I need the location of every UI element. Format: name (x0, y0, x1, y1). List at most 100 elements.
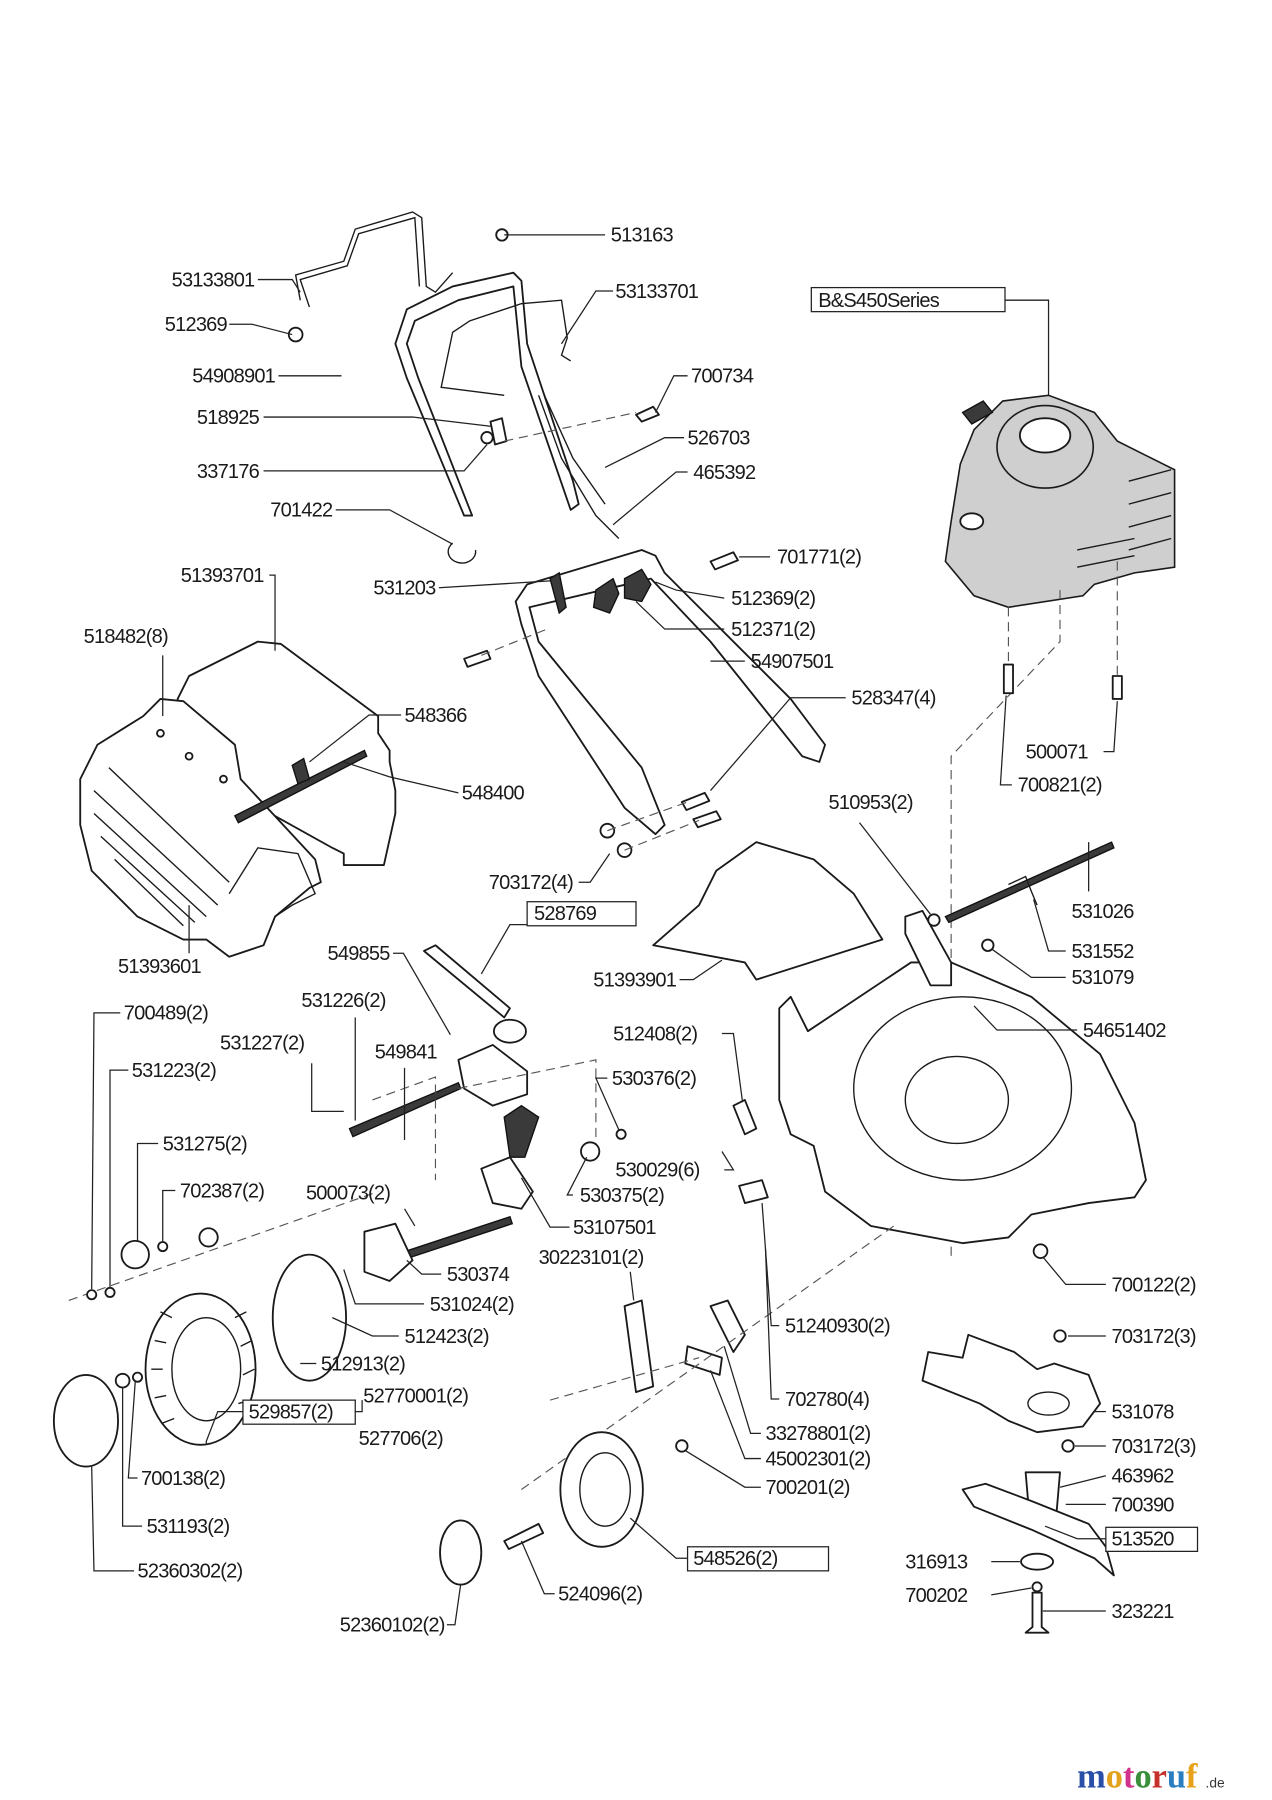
part-label: 531223(2) (132, 1060, 216, 1082)
washer-700138 (132, 1371, 144, 1383)
leader-line (973, 1005, 1078, 1031)
part-label: 702387(2) (180, 1180, 264, 1202)
leader-line (438, 580, 551, 589)
part-label: 531079 (1071, 967, 1134, 989)
leader-line (343, 1269, 424, 1305)
screw-518482 (156, 728, 165, 738)
part-label: 700201(2) (765, 1477, 849, 1499)
label-box (686, 1546, 830, 1572)
hubcap-52360302 (52, 1374, 119, 1468)
part-label: 30223101(2) (539, 1247, 644, 1269)
washer-337176 (480, 431, 494, 445)
leader-line (710, 697, 846, 791)
washer-530376 (615, 1128, 627, 1140)
washer-316913 (1020, 1552, 1055, 1571)
bag-mesh (93, 767, 230, 927)
engine (944, 394, 1176, 1261)
pulley (492, 1018, 527, 1044)
leader-line (309, 714, 402, 763)
part-label: 51393701 (181, 565, 264, 587)
part-label: 530029(6) (615, 1160, 699, 1182)
gearbox-549841 (457, 1044, 529, 1107)
part-label: 54651402 (1083, 1020, 1166, 1042)
label-box (810, 286, 1006, 313)
deck-opening (904, 1055, 1010, 1145)
part-label: 548366 (405, 705, 468, 727)
leader-line (761, 1203, 780, 1327)
part-label: 512371(2) (731, 619, 815, 641)
logo-letter: o (1134, 1757, 1151, 1795)
label-box (526, 901, 637, 927)
nut-700122 (1032, 1243, 1049, 1259)
logo-letter: r (1152, 1757, 1167, 1795)
leader-line (91, 1466, 135, 1572)
lower-handle (514, 549, 826, 836)
part-label: 531552 (1071, 941, 1134, 963)
part-label: 531193(2) (147, 1516, 230, 1538)
starter-handle (961, 400, 994, 425)
nut-512369 (287, 326, 304, 343)
nut-703172-c (1053, 1329, 1067, 1343)
part-label: 54908901 (192, 366, 275, 388)
boxed-part-label: 513520 (1112, 1529, 1175, 1551)
leader-line (991, 1587, 1032, 1596)
leader-line (162, 1189, 176, 1243)
leader-line (311, 1063, 344, 1113)
blade-assembly (921, 1329, 1115, 1634)
leader-line (629, 1271, 635, 1301)
part-label: 531024(2) (430, 1294, 514, 1316)
axis-line (504, 411, 637, 442)
leader-line (121, 1387, 143, 1527)
rear-wheel-529857 (144, 1292, 257, 1446)
leader-line (721, 1032, 744, 1103)
wheels (52, 1253, 689, 1586)
part-label: 549855 (328, 943, 391, 965)
part-label: 701771(2) (777, 547, 861, 569)
leader-line (684, 1450, 761, 1488)
part-label: 512369(2) (731, 588, 815, 610)
gear (198, 1227, 219, 1248)
part-label: 51393601 (118, 956, 201, 978)
part-label: 549841 (375, 1042, 438, 1064)
part-labels: 5131635313380153133701512369B&S450Series… (84, 225, 1199, 1637)
nut-700201 (675, 1439, 689, 1453)
logo-wordmark: motoruf (1077, 1757, 1198, 1795)
part-label: 700138(2) (141, 1468, 225, 1490)
leader-line (566, 1156, 588, 1196)
deck-54651402 (778, 961, 1147, 1245)
logo: motoruf .de (1077, 1757, 1225, 1795)
clip-701422 (447, 542, 477, 564)
leader-line (635, 601, 725, 630)
part-label: 530376(2) (612, 1068, 696, 1090)
height-lever-512408 (732, 1099, 758, 1136)
drive-assembly (68, 944, 627, 1301)
front-wheel-548526 (559, 1431, 644, 1548)
part-label: 54907501 (751, 651, 834, 673)
part-label: 512423(2) (405, 1326, 489, 1348)
leader-line (858, 822, 932, 915)
bolt-323221 (1024, 1591, 1050, 1634)
boxed-part-label: B&S450Series (818, 290, 940, 312)
leader-line (1059, 1475, 1106, 1488)
part-label: 700122(2) (1112, 1274, 1196, 1296)
deck-recess (853, 996, 1073, 1181)
pedal-arm (480, 1156, 534, 1210)
part-label: 701422 (270, 500, 333, 522)
leader-line (205, 1410, 243, 1444)
washer-702387 (157, 1241, 169, 1253)
leader-line (127, 1381, 138, 1479)
part-label: 45002301(2) (765, 1448, 870, 1470)
part-label: 530374 (447, 1264, 510, 1286)
oil-cap (959, 512, 985, 531)
lower-handle-assembly (463, 549, 826, 858)
cable (537, 395, 620, 539)
leader-line (764, 1248, 780, 1400)
leader-line (446, 1584, 462, 1626)
bolt-700734 (635, 405, 660, 423)
part-label: 323221 (1112, 1601, 1175, 1623)
leader-line (520, 1540, 555, 1595)
part-label: 700821(2) (1018, 775, 1102, 797)
part-label: 53133701 (615, 281, 698, 303)
boxed-part-label: 529857(2) (249, 1401, 333, 1423)
leader-line (403, 1208, 416, 1227)
